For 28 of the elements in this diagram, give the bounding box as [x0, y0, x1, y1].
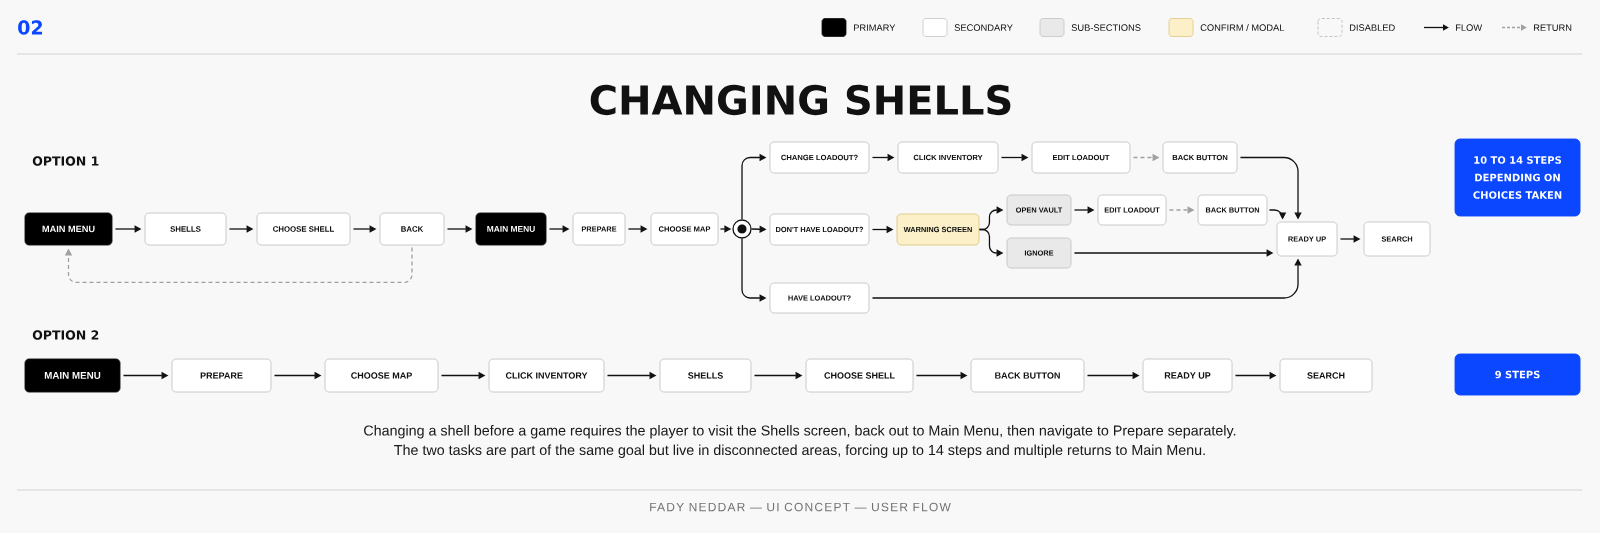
step-box: MAIN MENU: [475, 212, 547, 246]
legend-label: RETURN: [1534, 24, 1572, 31]
step-box: MAIN MENU: [24, 358, 121, 393]
legend-label: DISABLED: [1350, 24, 1395, 31]
footer-text: FADY NEDDAR — UI CONCEPT — USER FLOW: [650, 502, 951, 512]
step-box: CHOOSE SHELL: [805, 358, 914, 393]
section-number: 02: [18, 20, 42, 35]
step-box: CHOOSE MAP: [324, 358, 439, 393]
arrow: [64, 246, 413, 284]
step-box: SHELLS: [659, 358, 752, 393]
step-box: MAIN MENU: [24, 212, 113, 246]
step-box: BACK BUTTON: [970, 358, 1085, 393]
legend-label: CONFIRM / MODAL: [1200, 24, 1285, 31]
step-box: SEARCH: [1279, 358, 1373, 393]
legend-label: FLOW: [1456, 24, 1483, 31]
branch-dot: [732, 219, 752, 239]
step-box: CLICK INVENTORY: [488, 358, 605, 393]
caption: Changing a shell before a game requires the player to visit the Shells screen, back out to Main Menu, then navigate to Prepare separately. The two tasks are part of the same goal but live in disconnected areas, forcing up to 14 steps and multiple returns to Main Menu.: [364, 425, 1236, 458]
summary-box: 10 TO 14 STEPS DEPENDING ON CHOICES TAKEN: [1454, 138, 1581, 217]
legend-label: SUB-SECTIONS: [1071, 24, 1141, 31]
legend-label: SECONDARY: [954, 24, 1013, 31]
option-label: OPTION 1: [32, 156, 99, 166]
legend-label: PRIMARY: [854, 24, 896, 31]
step-box: PREPARE: [171, 358, 272, 393]
step-box: READY UP: [1142, 358, 1233, 393]
title: CHANGING SHELLS: [590, 84, 1011, 116]
summary-box: 9 STEPS: [1454, 353, 1581, 396]
option-label: OPTION 2: [32, 330, 99, 340]
